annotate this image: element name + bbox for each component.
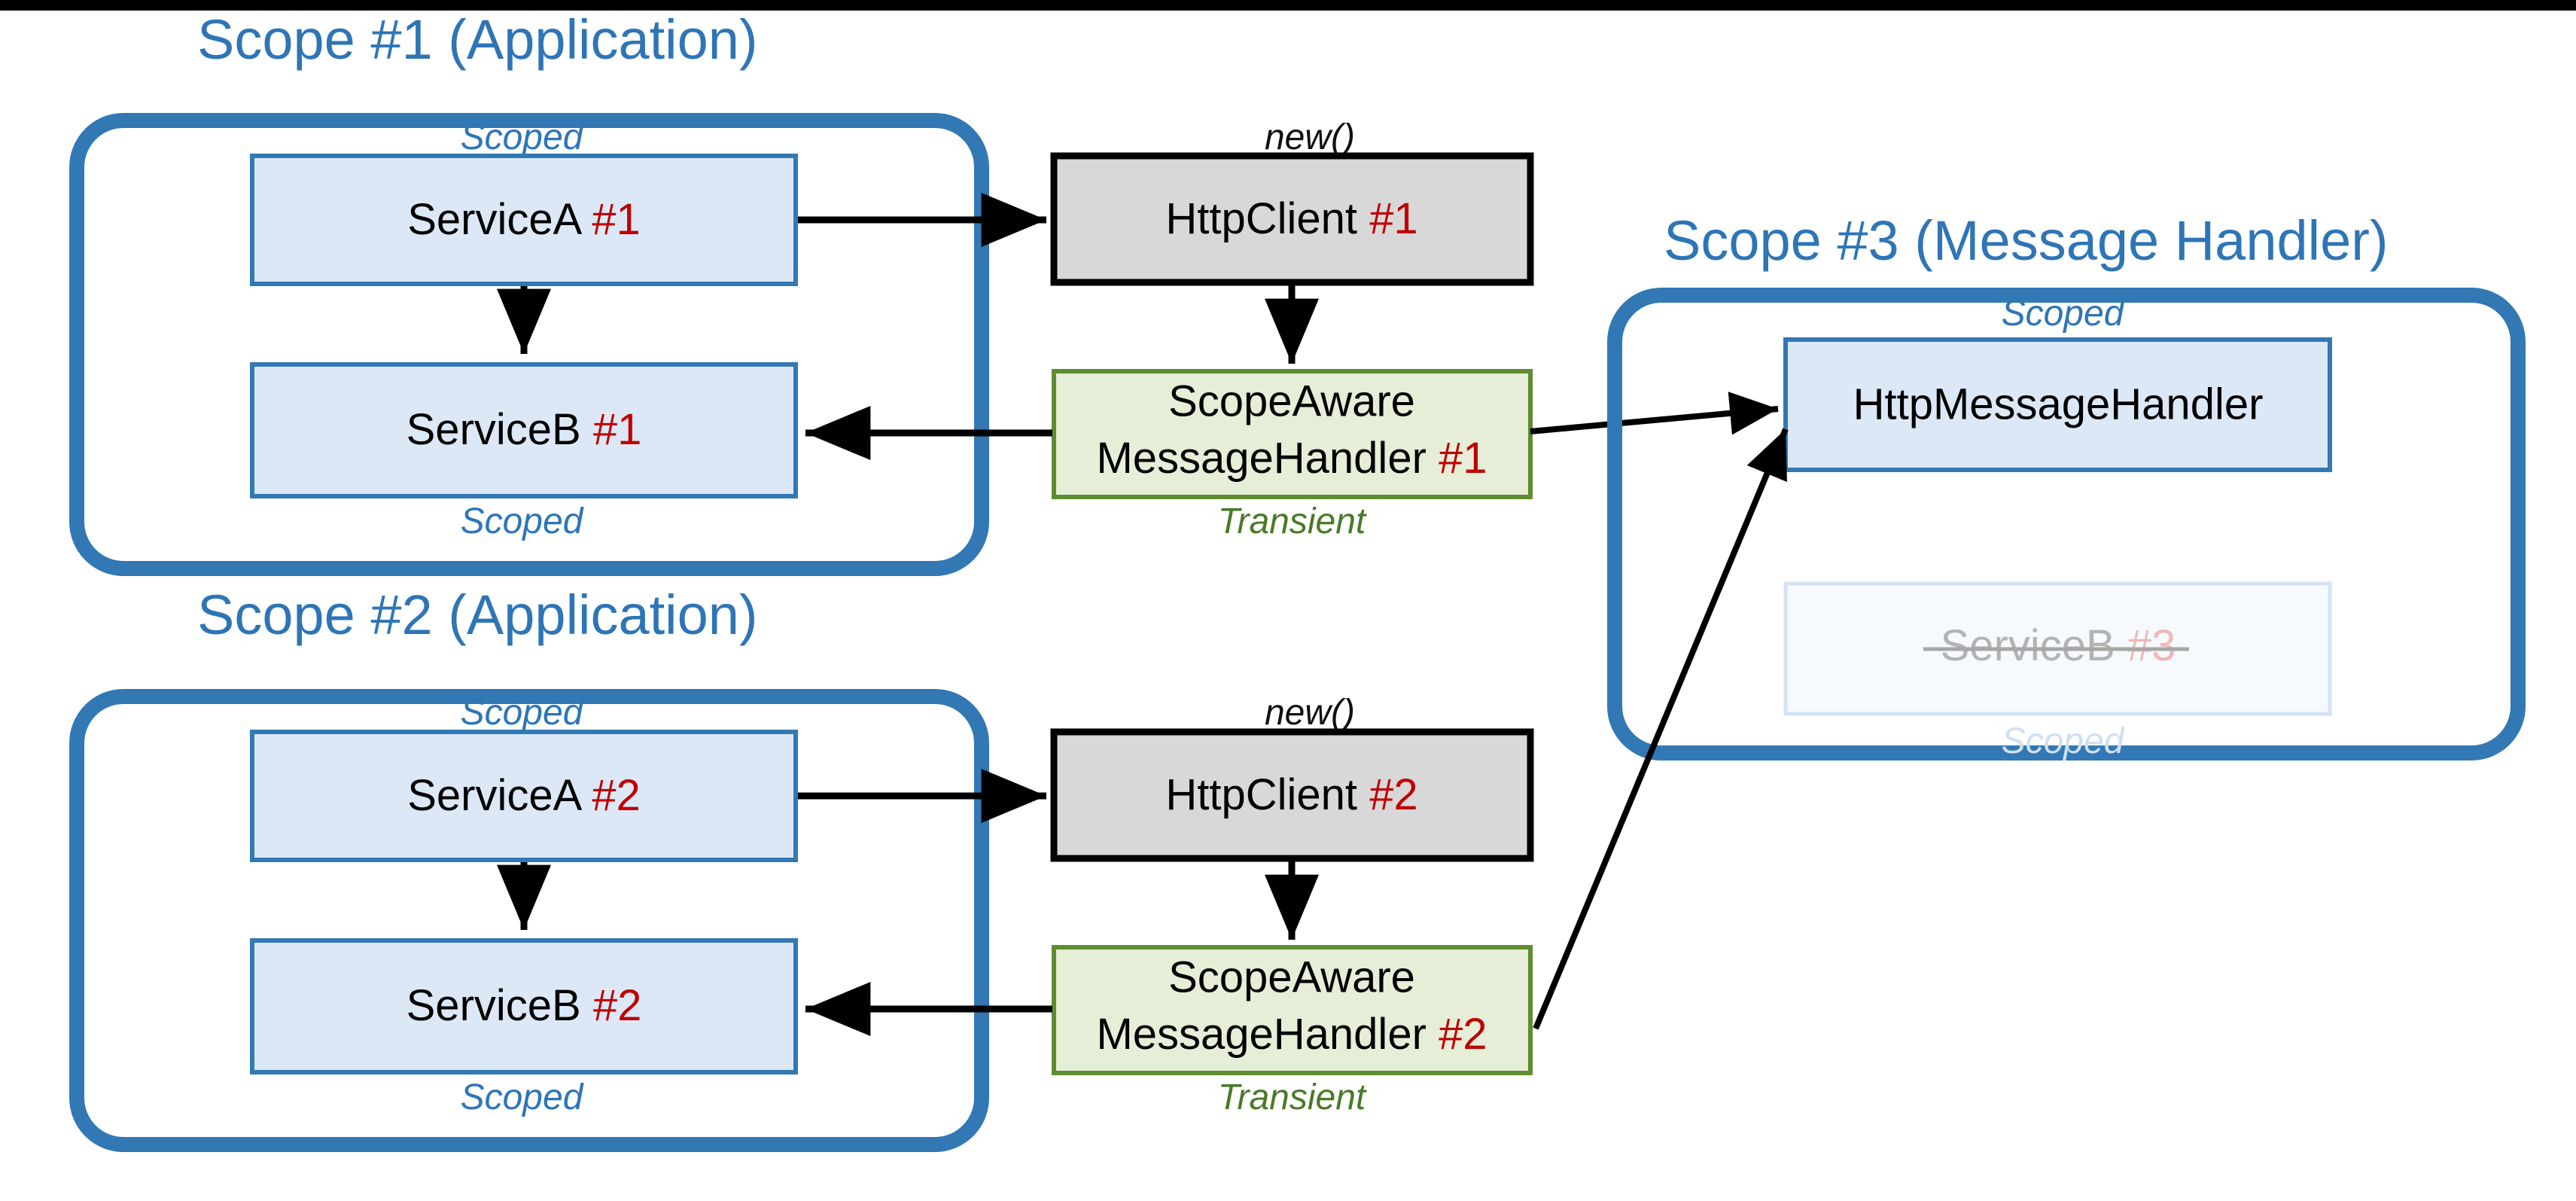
serviceB2-label: ServiceB #2 (406, 981, 642, 1030)
node-httpClient1[interactable] (1050, 152, 1534, 286)
httpMessageHandler-lifetime-label: Scoped (2002, 294, 2125, 334)
edge-handler2-httpMessageHandler (1533, 428, 1789, 1030)
node-serviceA1[interactable] (250, 154, 798, 286)
node-serviceA2[interactable] (250, 730, 798, 862)
scope3-title: Scope #3 (Message Handler) (1664, 209, 2389, 272)
serviceB1-label: ServiceB #1 (406, 405, 642, 454)
node-httpClient2[interactable] (1050, 728, 1534, 862)
httpMessageHandler-label: HttpMessageHandler (1853, 380, 2264, 428)
serviceA2-label: ServiceA #2 (407, 771, 641, 820)
serviceB2-lifetime-label: Scoped (461, 1078, 584, 1117)
handler2-label-line2: MessageHandler #2 (1096, 1010, 1487, 1059)
handler1-lifetime-label: Transient (1218, 501, 1367, 541)
httpClient1-label: HttpClient #1 (1165, 194, 1417, 243)
edge-handler1-httpMessageHandler (1530, 392, 1779, 435)
scope1-frame (69, 113, 989, 576)
node-handler1[interactable] (1052, 369, 1533, 499)
node-serviceB2[interactable] (250, 938, 798, 1074)
top-black-bar (0, 0, 2576, 11)
httpClient1-lifetime-label: new() (1265, 117, 1355, 157)
serviceB1-lifetime-label: Scoped (461, 501, 584, 541)
node-httpMessageHandler[interactable] (1783, 337, 2332, 472)
scope1-title: Scope #1 (Application) (197, 8, 758, 71)
serviceB3-label: ServiceB #3 (1941, 621, 2176, 670)
serviceA1-lifetime-label: Scoped (461, 117, 584, 157)
scope3-frame (1607, 288, 2526, 761)
serviceA1-label: ServiceA #1 (407, 195, 641, 244)
serviceB3-lifetime-label: Scoped (2002, 721, 2125, 761)
handler1-label-line1: ScopeAware (1168, 376, 1415, 425)
handler1-label-line2: MessageHandler #1 (1096, 434, 1487, 483)
httpClient2-lifetime-label: new() (1265, 693, 1355, 733)
node-handler2[interactable] (1052, 945, 1533, 1075)
handler2-label-line1: ScopeAware (1168, 953, 1415, 1001)
node-serviceB1[interactable] (250, 362, 798, 498)
scope2-title: Scope #2 (Application) (197, 584, 758, 646)
scope2-frame (69, 689, 989, 1152)
handler2-lifetime-label: Transient (1218, 1078, 1367, 1117)
httpClient2-label: HttpClient #2 (1165, 770, 1417, 819)
serviceA2-lifetime-label: Scoped (461, 693, 584, 733)
